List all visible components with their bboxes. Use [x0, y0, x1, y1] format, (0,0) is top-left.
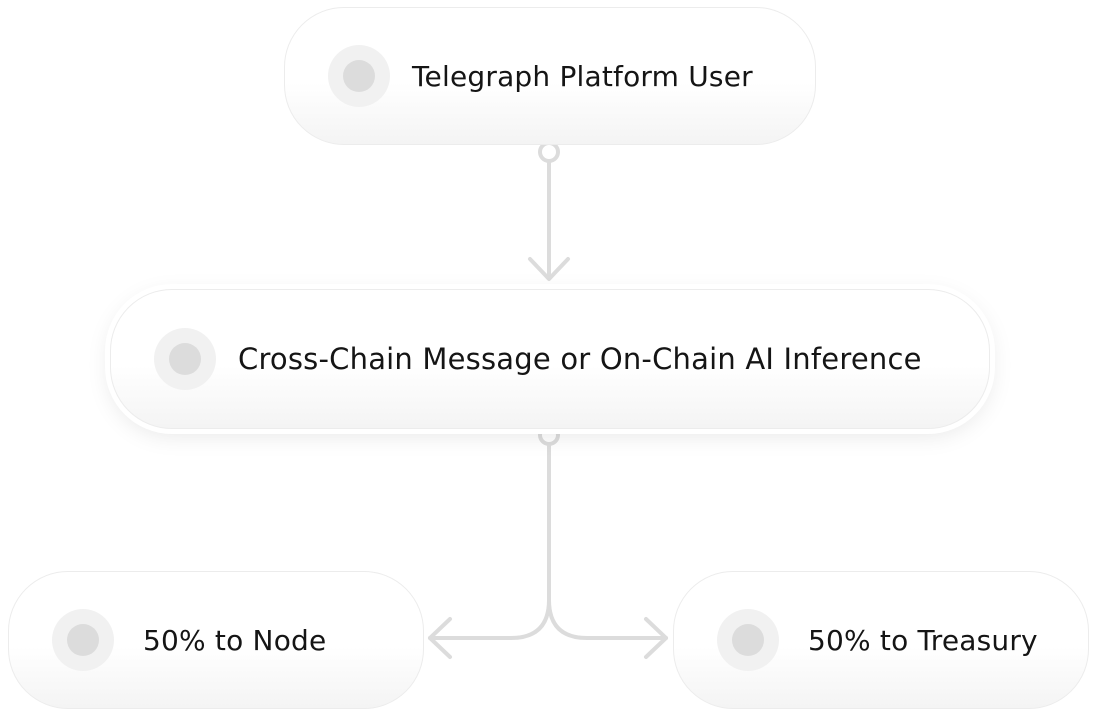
node-dot-icon [328, 45, 390, 107]
node-dot-icon [717, 609, 779, 671]
node-dot-icon [52, 609, 114, 671]
node-telegraph-platform-user: Telegraph Platform User [284, 7, 816, 145]
node-label: 50% to Node [143, 623, 327, 657]
connector-message-to-treasury [547, 598, 668, 640]
node-label: Telegraph Platform User [412, 59, 753, 93]
connector-message-to-node [428, 444, 551, 640]
arrowhead-right-icon [644, 617, 668, 659]
arrowhead-down-icon [528, 257, 570, 281]
node-cross-chain-message: Cross-Chain Message or On-Chain AI Infer… [110, 289, 990, 429]
node-fifty-percent-to-node: 50% to Node [8, 571, 424, 709]
node-label: Cross-Chain Message or On-Chain AI Infer… [238, 342, 922, 376]
node-fifty-percent-to-treasury: 50% to Treasury [673, 571, 1089, 709]
arrowhead-left-icon [428, 617, 452, 659]
node-dot-icon [154, 328, 216, 390]
connector-port-top [538, 141, 560, 163]
node-label: 50% to Treasury [808, 623, 1038, 657]
